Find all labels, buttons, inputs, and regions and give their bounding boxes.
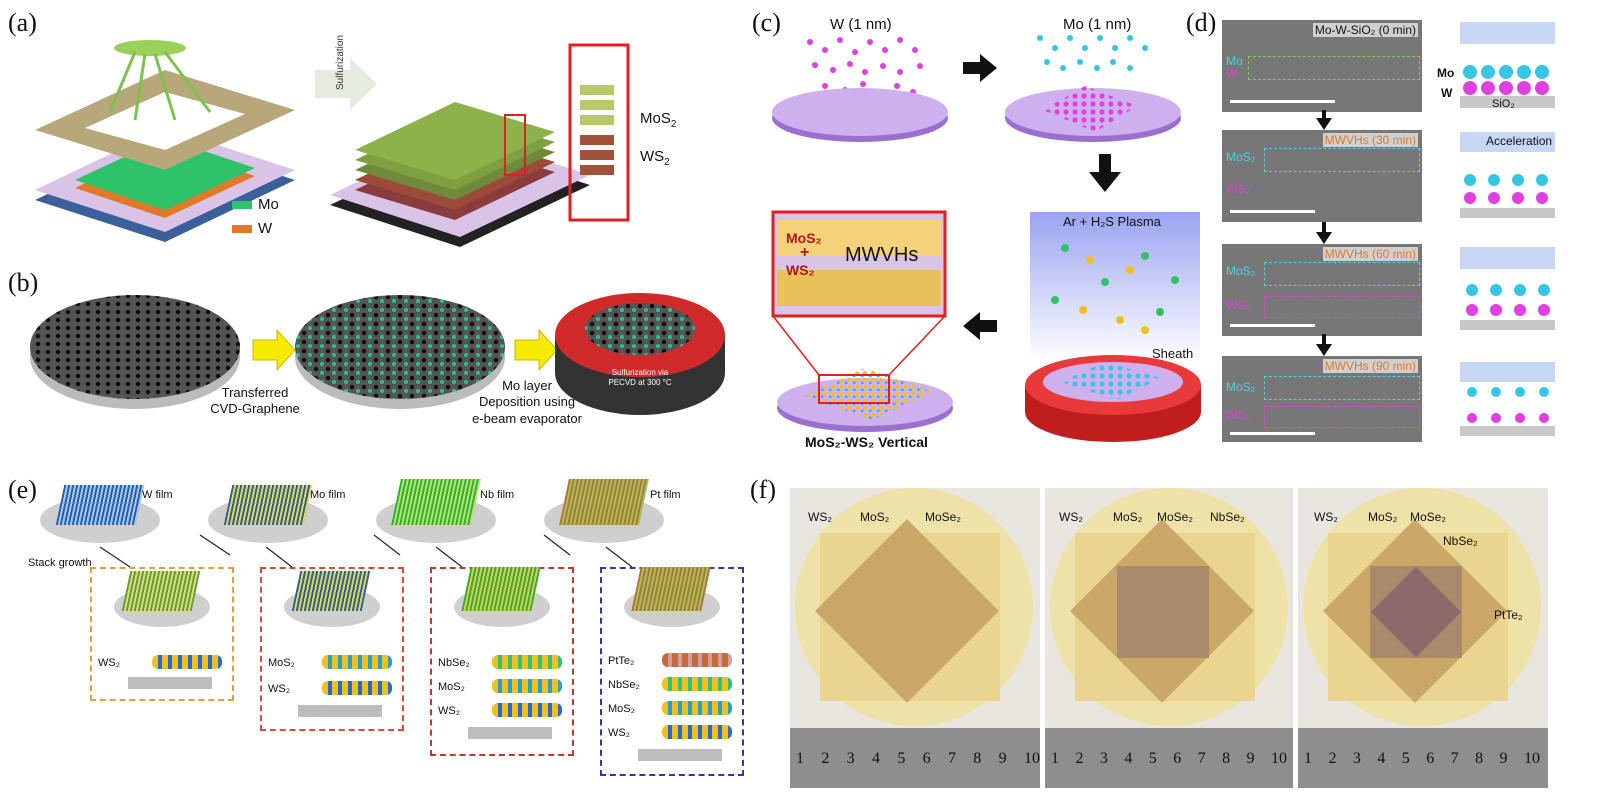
tem-bottom-0: W (1226, 66, 1238, 80)
panel-c-figure (771, 35, 1201, 442)
acceleration-label: Acceleration (1486, 134, 1553, 148)
legend-w: W (232, 220, 272, 237)
tem-title-1: MWVHs (30 min) (1322, 133, 1418, 147)
photo-3-label-4: PtTe₂ (1494, 608, 1523, 622)
stack-box-4: PtTe₂ NbSe₂ MoS₂ WS₂ (600, 567, 744, 776)
photo-3-label-2: MoSe₂ (1410, 510, 1447, 524)
vertical-caption: MoS₂-WS₂ Vertical (805, 434, 928, 450)
stack-4-layer-2: MoS₂ (608, 703, 635, 715)
photo-3-label-1: MoS₂ (1368, 510, 1398, 524)
stack-growth-label: Stack growth (28, 557, 92, 569)
panel-d-arrows (1316, 110, 1332, 356)
stack-4-layer-0: PtTe₂ (608, 655, 635, 667)
panel-d-label: (d) (1186, 8, 1217, 37)
stack-3-layer-0: NbSe₂ (438, 657, 470, 669)
stack-box-1: WS₂ (90, 567, 234, 701)
stack-2-layer-1: WS₂ (268, 683, 290, 695)
panel-d-tem-column: Mo-W-SiO₂ (0 min) Mo W MWVHs (30 min) Mo… (1222, 20, 1422, 442)
tem-top-2: MoS₂ (1226, 264, 1256, 278)
inset-ws2-label: WS2 (640, 148, 670, 168)
sheath-label: Sheath (1152, 346, 1194, 361)
stack-3-layer-1: MoS₂ (438, 681, 465, 693)
panel-a-label: (a) (8, 8, 37, 37)
tem-title-2: MWVHs (60 min) (1322, 247, 1418, 261)
inset-mos2-label: MoS2 (640, 110, 677, 130)
stack-4-layer-3: WS₂ (608, 727, 630, 739)
photo-2-label-1: MoS₂ (1113, 510, 1143, 524)
tem-bottom-1: WS₂ (1226, 182, 1250, 196)
panel-b-figure (30, 293, 725, 415)
panel-e-label: (e) (8, 475, 37, 504)
film-label-pt: Pt film (650, 489, 681, 501)
stack-box-3: NbSe₂ MoS₂ WS₂ (430, 567, 574, 756)
photo-2-label-2: MoSe₂ (1157, 510, 1194, 524)
tem-title-3: MWVHs (90 min) (1322, 359, 1418, 373)
tem-image-1: MWVHs (30 min) MoS₂ WS₂ (1222, 130, 1422, 222)
photo-1-label-0: WS₂ (808, 510, 832, 524)
sulfurization-text: Sulfurization (335, 35, 346, 90)
tem-top-0: Mo (1226, 54, 1243, 68)
stack-3-layer-2: WS₂ (438, 705, 460, 717)
film-label-nb: Nb film (480, 489, 515, 501)
inset-mos2-text: MoS₂ (786, 230, 822, 246)
stack-4-layer-1: NbSe₂ (608, 679, 640, 691)
inset-ws2-text: WS₂ (786, 262, 815, 278)
inset-mwvhs-text: MWVHs (845, 244, 919, 266)
stack-box-2: MoS₂ WS₂ (260, 567, 404, 731)
tem-bottom-3: WS₂ (1226, 408, 1250, 422)
tem-bottom-2: WS₂ (1226, 298, 1250, 312)
inset-plus-text: + (800, 244, 810, 261)
photo-1-label-1: MoS₂ (860, 510, 890, 524)
schema-sio2-label: SiO₂ (1492, 98, 1515, 110)
photo-2-label-3: NbSe₂ (1210, 510, 1245, 524)
film-label-w: W film (142, 489, 173, 501)
tem-image-3: MWVHs (90 min) MoS₂ WS₂ (1222, 356, 1422, 442)
photo-3-label-3: NbSe₂ (1443, 534, 1478, 548)
film-label-mo: Mo film (310, 489, 346, 501)
photo-3-label-0: WS₂ (1314, 510, 1338, 524)
tem-top-1: MoS₂ (1226, 150, 1256, 164)
photo-1-label-2: MoSe₂ (925, 510, 962, 524)
legend-mo: Mo (232, 196, 279, 213)
tem-top-3: MoS₂ (1226, 380, 1256, 394)
panel-e-figure: W film Mo film Nb film Pt film Stack gro… (28, 479, 750, 785)
tem-image-0: Mo-W-SiO₂ (0 min) Mo W (1222, 20, 1422, 112)
panel-c-label: (c) (752, 8, 781, 37)
panel-d-schematics (1460, 22, 1555, 436)
schema-mo-label: Mo (1437, 66, 1455, 80)
plasma-label: Ar + H₂S Plasma (1063, 214, 1161, 229)
stack-2-layer-0: MoS₂ (268, 657, 295, 669)
schema-w-label: W (1441, 86, 1453, 100)
mo-1nm-label: Mo (1 nm) (1063, 16, 1132, 33)
stack-1-layer-0: WS₂ (98, 657, 120, 669)
tem-image-2: MWVHs (60 min) MoS₂ WS₂ (1222, 244, 1422, 336)
panel-b-label: (b) (8, 268, 39, 297)
w-1nm-label: W (1 nm) (830, 16, 892, 33)
tem-title-0: Mo-W-SiO₂ (0 min) (1312, 23, 1418, 37)
panel-a-figure: Sulfurization (35, 35, 630, 247)
panel-f-label: (f) (750, 475, 776, 504)
photo-2-label-0: WS₂ (1059, 510, 1083, 524)
